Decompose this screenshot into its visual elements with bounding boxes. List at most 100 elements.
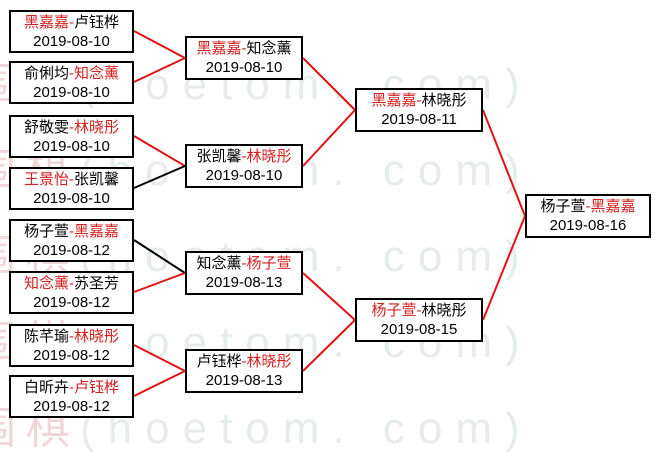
match-date: 2019-08-16 [549,217,627,234]
bracket-connector [133,239,186,274]
match-box-r1-6: 知念薰-苏圣芳 2019-08-12 [9,271,134,314]
match-date: 2019-08-10 [33,33,110,50]
match-box-r1-5: 杨子萱-黑嘉嘉 2019-08-12 [9,219,134,262]
match-date: 2019-08-13 [205,274,283,291]
match-players: 卢钰桦-林晓彤 [187,352,301,371]
player-name: 杨子萱 [246,255,292,272]
bracket-connector [302,319,356,372]
player-name: 林晓彤 [246,353,292,370]
player-name: 林晓彤 [246,148,292,165]
separator: - [69,223,74,240]
separator: - [241,353,247,370]
player-name: 林晓彤 [74,119,120,136]
match-players: 知念薰-杨子萱 [187,254,301,273]
match-players: 黑嘉嘉-林晓彤 [357,91,481,110]
match-date: 2019-08-10 [205,59,283,76]
match-players: 俞俐均-知念薰 [11,64,132,83]
match-players: 黑嘉嘉-知念薰 [187,39,301,58]
bracket-connector [482,215,526,321]
match-date: 2019-08-15 [380,321,458,338]
match-box-r1-2: 俞俐均-知念薰 2019-08-10 [9,61,134,104]
match-box-sf-2: 杨子萱-林晓彤 2019-08-15 [355,298,483,342]
player-name: 舒敬雯 [23,119,69,136]
bracket-connector [133,57,186,83]
separator: - [585,198,591,215]
match-players: 陈芊瑜-林晓彤 [11,327,132,346]
separator: - [416,302,422,319]
player-name: 王景怡 [23,171,69,188]
bracket-connector [133,30,186,59]
separator: - [241,148,247,165]
bracket-connector [133,344,186,372]
match-date: 2019-08-10 [33,138,110,155]
match-box-r1-1: 黑嘉嘉-卢钰桦 2019-08-10 [9,10,134,53]
player-name: 卢钰桦 [74,14,120,31]
match-box-r2-1: 黑嘉嘉-知念薰 2019-08-10 [185,36,303,80]
player-name: 俞俐均 [23,65,69,82]
bracket-connector [302,109,356,167]
match-date: 2019-08-13 [205,372,283,389]
match-box-sf-1: 黑嘉嘉-林晓彤 2019-08-11 [355,88,483,132]
separator: - [69,65,74,82]
bracket-connector [482,109,526,217]
bracket-canvas: 围棋(hoetom. com) 围棋(hoetom. com) 围棋(hoeto… [0,10,651,453]
separator: - [69,171,74,188]
separator: - [241,40,247,57]
bracket-connector [302,57,356,111]
match-box-r1-3: 舒敬雯-林晓彤 2019-08-10 [9,115,134,158]
player-name: 张凯馨 [74,171,120,188]
player-name: 黑嘉嘉 [196,40,242,57]
separator: - [416,92,422,109]
player-name: 杨子萱 [540,198,586,215]
match-players: 张凯馨-林晓彤 [187,147,301,166]
player-name: 黑嘉嘉 [74,223,120,240]
match-box-final: 杨子萱-黑嘉嘉 2019-08-16 [525,194,651,238]
match-date: 2019-08-10 [33,190,110,207]
player-name: 卢钰桦 [196,353,242,370]
separator: - [69,275,74,292]
player-name: 陈芊瑜 [23,328,69,345]
match-date: 2019-08-10 [205,167,283,184]
player-name: 知念薰 [23,275,69,292]
player-name: 林晓彤 [421,302,467,319]
separator: - [69,328,74,345]
player-name: 知念薰 [196,255,242,272]
player-name: 杨子萱 [23,223,69,240]
bracket-connector [133,165,186,189]
match-box-r2-3: 知念薰-杨子萱 2019-08-13 [185,251,303,295]
player-name: 白昕卉 [23,379,69,396]
match-box-r1-4: 王景怡-张凯馨 2019-08-10 [9,167,134,210]
match-date: 2019-08-12 [33,398,110,415]
player-name: 卢钰桦 [74,379,120,396]
separator: - [69,14,74,31]
match-date: 2019-08-12 [33,347,110,364]
match-date: 2019-08-12 [33,294,110,311]
player-name: 杨子萱 [371,302,417,319]
separator: - [69,119,74,136]
match-players: 王景怡-张凯馨 [11,170,132,189]
player-name: 知念薰 [74,65,120,82]
bracket-connector [133,272,186,293]
match-players: 知念薰-苏圣芳 [11,274,132,293]
separator: - [69,379,74,396]
bracket-connector [133,135,186,167]
player-name: 知念薰 [246,40,292,57]
player-name: 林晓彤 [421,92,467,109]
match-players: 白昕卉-卢钰桦 [11,378,132,397]
player-name: 林晓彤 [74,328,120,345]
player-name: 黑嘉嘉 [23,14,69,31]
match-date: 2019-08-12 [33,242,110,259]
match-players: 杨子萱-黑嘉嘉 [527,197,649,216]
bracket-connector [133,370,186,397]
match-box-r1-8: 白昕卉-卢钰桦 2019-08-12 [9,375,134,418]
player-name: 苏圣芳 [74,275,120,292]
match-box-r1-7: 陈芊瑜-林晓彤 2019-08-12 [9,324,134,367]
match-box-r2-4: 卢钰桦-林晓彤 2019-08-13 [185,349,303,393]
match-date: 2019-08-10 [33,84,110,101]
match-players: 杨子萱-黑嘉嘉 [11,222,132,241]
match-box-r2-2: 张凯馨-林晓彤 2019-08-10 [185,144,303,188]
match-players: 杨子萱-林晓彤 [357,301,481,320]
player-name: 黑嘉嘉 [590,198,636,215]
separator: - [241,255,247,272]
bracket-connector [302,272,356,321]
